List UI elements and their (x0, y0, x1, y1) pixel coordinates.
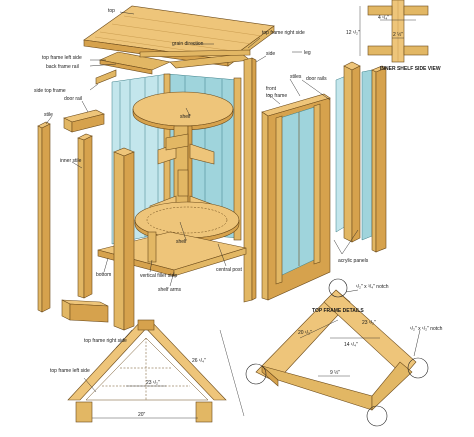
label-door-rails: door rails (306, 76, 327, 82)
left-door-rails (61, 109, 109, 323)
label-stile: stile (44, 112, 53, 118)
label-top-frame: top frame (266, 93, 287, 99)
dim-frame-left-len: 20 ¹/₂" (298, 330, 312, 336)
label-top-frame-left-side-detail: top frame left side (50, 368, 90, 374)
label-top: top (108, 8, 115, 14)
dim-frame-bottom: 9 ½" (330, 369, 340, 376)
side-top-frame (95, 69, 117, 85)
label-notch-b: ¹/₂" x ¹/₂" notch (410, 326, 443, 332)
label-leg: leg (304, 50, 311, 56)
label-top-frame-left-side: top frame left side (42, 55, 82, 61)
label-central-post: central post (216, 267, 242, 273)
label-side-top-frame: side top frame (34, 88, 66, 94)
leader-lines (45, 11, 359, 287)
label-door-rail: door rail (64, 96, 82, 102)
dim-detail-base: 20" (138, 412, 146, 418)
label-shelf-arms: shelf arms (158, 287, 182, 293)
label-inner-stile: inner stile (60, 158, 82, 164)
label-top-frame-details: TOP FRAME DETAILS (312, 308, 364, 314)
acrylic-panels-right (335, 61, 387, 253)
part-labels: top grain direction top frame right side… (34, 8, 443, 374)
label-vertical-filler-strip: vertical filler strip (140, 273, 177, 279)
top-frame (99, 49, 251, 75)
inner-stile (77, 133, 93, 299)
dim-side-view-inner: 2 ½" (393, 31, 403, 38)
label-acrylic-panels: acrylic panels (338, 258, 369, 264)
label-shelf-upper: shelf (180, 114, 191, 120)
dimension-labels: 4 ¹/₄" 12 ¹/₂" 2 ½" 20 ¹/₂" 23 ¹/₂" 14 ¹… (138, 15, 403, 418)
inner-shelf-side-view (359, 0, 429, 63)
dim-frame-right-len: 23 ¹/₂" (362, 320, 376, 326)
top-frame-detail-left (67, 319, 245, 423)
front-stile (113, 147, 135, 331)
label-notch-a: ¹/₂" x ³/₄" notch (356, 284, 389, 290)
dim-detail-side: 26 ¹/₄" (192, 358, 206, 364)
label-stiles: stiles (290, 74, 302, 80)
label-top-frame-right-side-detail: top frame right side (84, 338, 127, 344)
label-back-frame-rail: back frame rail (46, 64, 79, 70)
label-bottom: bottom (96, 272, 111, 278)
dim-frame-inner: 14 ¹/₄" (344, 342, 358, 348)
label-top-frame-right-side: top frame right side (262, 30, 305, 36)
label-inner-shelf-side-view: INNER SHELF SIDE VIEW (380, 66, 441, 72)
label-side: side (266, 51, 275, 57)
upper-shelf (132, 91, 234, 131)
dim-side-view-height: 12 ¹/₂" (346, 30, 360, 36)
left-stile (37, 121, 51, 313)
label-front: front (266, 86, 277, 92)
right-door (261, 93, 331, 301)
vertical-filler-strip (147, 231, 157, 263)
dim-detail-inner: 23 ¹/₂" (146, 380, 160, 386)
leg (243, 57, 257, 303)
top-frame-details (245, 278, 429, 427)
label-shelf-lower: shelf (176, 239, 187, 245)
dim-side-view-width: 4 ¹/₄" (378, 15, 389, 21)
label-grain-direction: grain direction (172, 41, 204, 47)
